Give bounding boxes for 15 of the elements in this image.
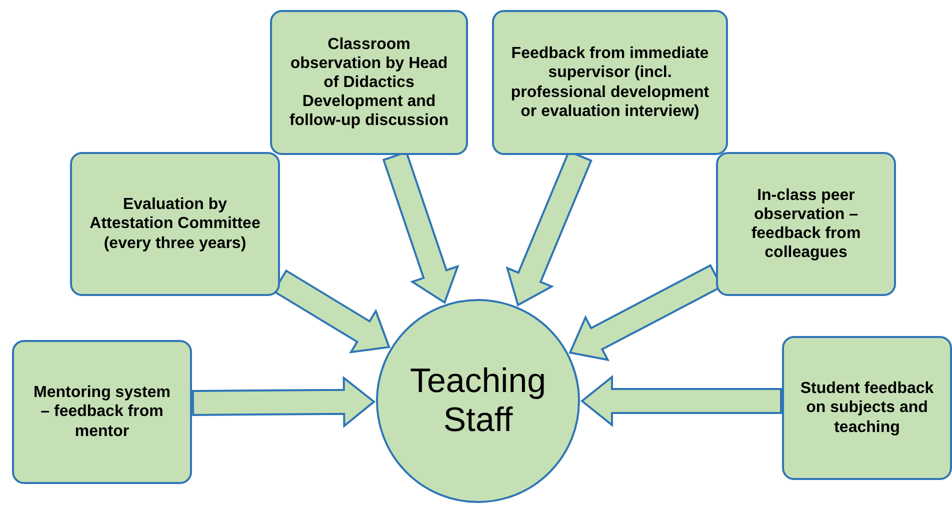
box-label: In-class peer observation – feedback from colleagues [750,186,862,262]
rounded-box [12,340,192,484]
rounded-box [270,10,468,155]
box-label: Evaluation by Attestation Committee (every three years) [88,195,262,253]
box-label: Classroom observation by Head of Didactics Development and follow-up discussion [288,34,450,130]
rounded-box [782,336,952,480]
rounded-box [70,152,280,296]
circle-label: Teaching Staff [408,362,548,440]
rounded-box [492,10,728,155]
box-label: Student feedback on subjects and teaching [799,379,935,437]
box-label: Mentoring system – feedback from mentor [32,383,172,441]
block-arrow [192,376,376,428]
block-arrow [580,374,782,428]
box-label: Feedback from immediate supervisor (incl. professional development or evaluation interview) [510,44,710,121]
rounded-box [716,152,896,296]
